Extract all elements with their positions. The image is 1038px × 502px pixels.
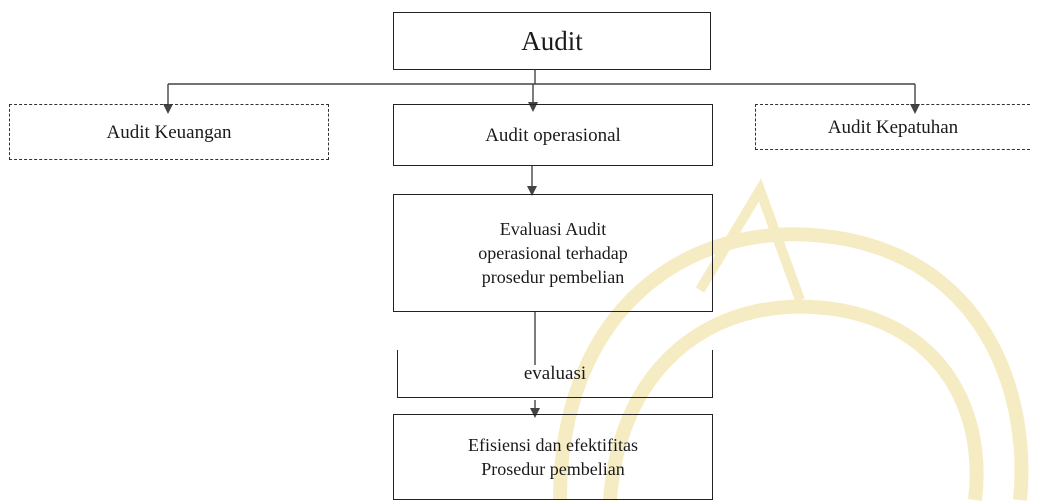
node-efisiensi: Efisiensi dan efektifitas Prosedur pembe… <box>393 414 713 500</box>
node-evaluasi-label: evaluasi <box>523 363 587 384</box>
node-audit-keuangan: Audit Keuangan <box>9 104 329 160</box>
node-evaluasi-audit: Evaluasi Audit operasional terhadap pros… <box>393 194 713 312</box>
node-efisiensi-label: Efisiensi dan efektifitas Prosedur pembe… <box>468 435 638 479</box>
arrow-to-keuangan <box>163 104 173 114</box>
arrow-to-evaluasi-audit <box>527 186 537 196</box>
node-evaluasi: evaluasi <box>397 350 713 398</box>
node-audit: Audit <box>393 12 711 70</box>
node-audit-operasional-label: Audit operasional <box>485 124 621 146</box>
node-audit-label: Audit <box>521 25 583 56</box>
node-evaluasi-audit-label: Evaluasi Audit operasional terhadap pros… <box>478 219 628 287</box>
arrow-to-kepatuhan <box>910 104 920 114</box>
arrow-to-efisiensi <box>530 408 540 418</box>
node-audit-kepatuhan: Audit Kepatuhan <box>755 104 1030 150</box>
node-audit-operasional: Audit operasional <box>393 104 713 166</box>
watermark-seal <box>553 178 1029 501</box>
connectors <box>167 70 916 414</box>
node-audit-kepatuhan-label: Audit Kepatuhan <box>827 116 959 138</box>
node-audit-keuangan-label: Audit Keuangan <box>106 121 232 143</box>
